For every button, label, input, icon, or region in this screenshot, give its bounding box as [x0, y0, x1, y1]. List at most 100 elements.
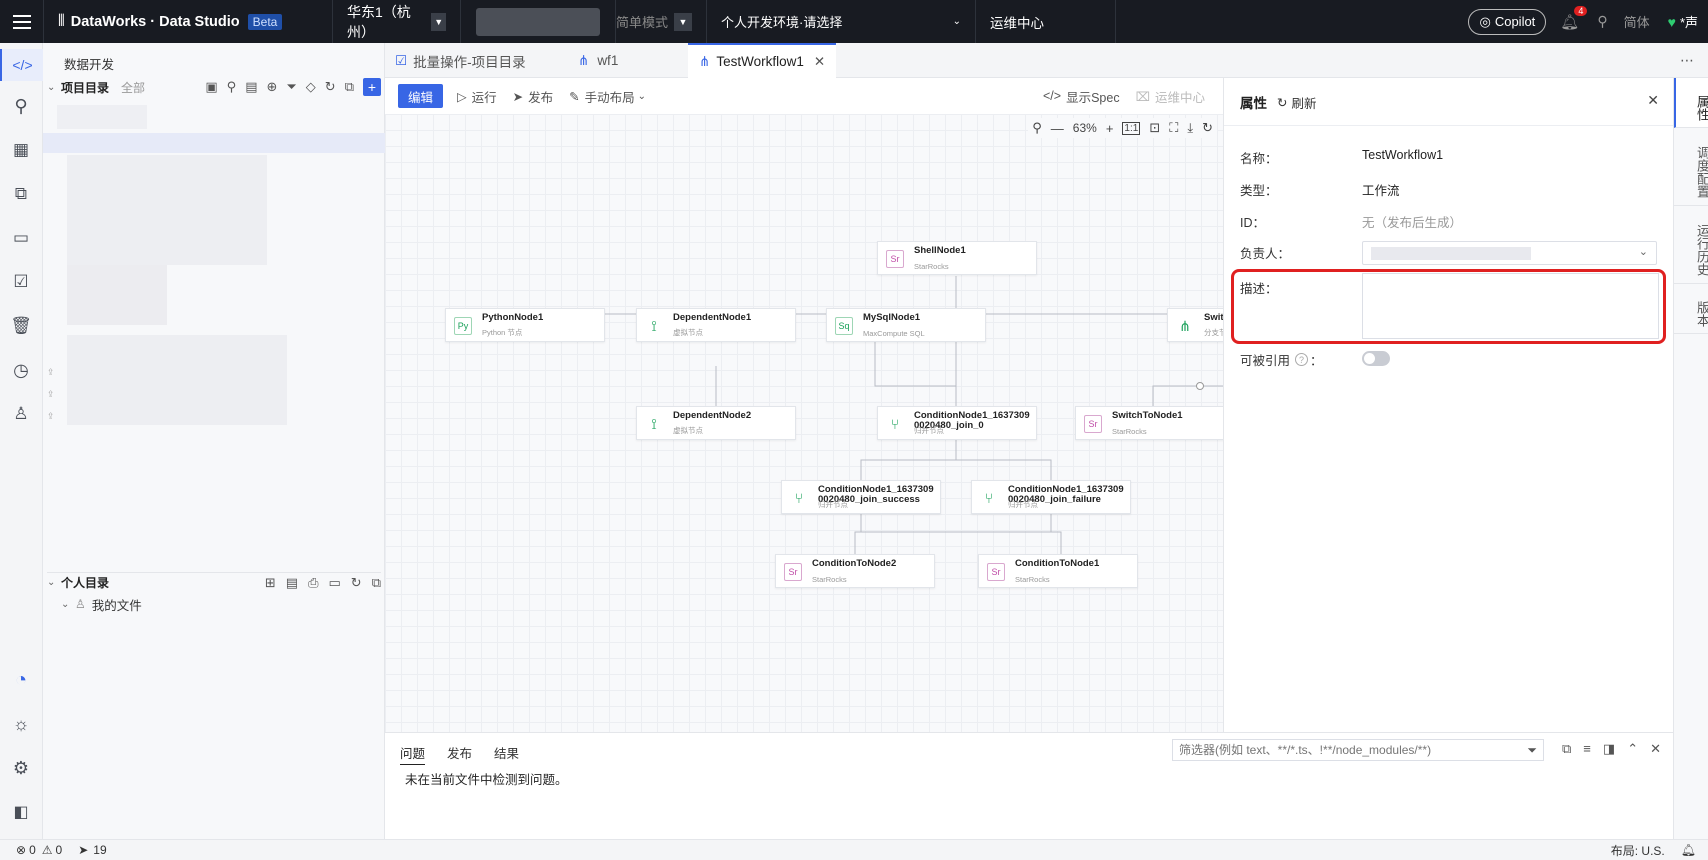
workflow-node[interactable]: Sr ConditionToNode1 StarRocks	[978, 554, 1138, 588]
bell-icon[interactable]: 🔔︎ 4	[1560, 5, 1588, 31]
filter-icon[interactable]: ⏷	[286, 79, 297, 94]
search-icon[interactable]: ⚲	[1032, 120, 1042, 135]
mode-select[interactable]: 简单模式 ▼	[616, 0, 706, 43]
env-select[interactable]: 个人开发环境·请选择 ⌄	[706, 0, 976, 43]
new-folder-icon[interactable]: ⊞	[264, 574, 276, 590]
description-textarea[interactable]	[1362, 273, 1659, 339]
copilot-logo-icon[interactable]: ◔	[14, 668, 28, 691]
workflow-node[interactable]: Sr ConditionToNode2 StarRocks	[775, 554, 935, 588]
puzzle-icon[interactable]: ⧉	[14, 184, 28, 203]
new-file-icon[interactable]: ▤	[285, 574, 299, 590]
tag-icon[interactable]: ◇	[305, 79, 316, 94]
edit-button[interactable]: 编辑	[398, 84, 444, 108]
error-icon[interactable]: ⊗	[16, 843, 27, 857]
find-file-icon[interactable]: ▤	[245, 79, 258, 94]
theme-sun-icon[interactable]: ☼	[12, 713, 30, 734]
warning-icon[interactable]: ⚠	[41, 843, 53, 857]
workflow-node[interactable]: ⟟ DependentNode1 虚拟节点	[636, 308, 796, 342]
lineage-icon[interactable]: ⚲	[14, 95, 28, 116]
layout-indicator[interactable]: 布局: U.S.	[1610, 843, 1665, 858]
all-filter-label[interactable]: 全部	[121, 80, 146, 95]
tab-run-history[interactable]: 运行历史	[1674, 206, 1708, 284]
gear-icon[interactable]: ⚙	[12, 757, 30, 778]
locate-icon[interactable]: ⊕	[266, 79, 278, 94]
copilot-button[interactable]: ◎ Copilot	[1468, 8, 1547, 35]
workflow-node[interactable]: ⑂ ConditionNode1_1637309 0020480_join_su…	[781, 480, 941, 514]
refresh-icon[interactable]: ↻	[324, 79, 336, 94]
workflow-node[interactable]: Py PythonNode1 Python 节点	[445, 308, 605, 342]
workflow-node[interactable]: ⟟ DependentNode2 虚拟节点	[636, 406, 796, 440]
refresh-icon[interactable]: ↻	[350, 574, 362, 590]
help-icon[interactable]: ?	[1295, 353, 1309, 366]
list-icon[interactable]: ≡	[1583, 741, 1591, 756]
split-panel-icon[interactable]: ◨	[1602, 741, 1616, 756]
filter-icon[interactable]: ⏷	[1527, 742, 1537, 757]
my-files-item[interactable]: ⌄ ♙ 我的文件	[61, 595, 142, 613]
menu-icon[interactable]	[0, 0, 43, 43]
owner-select[interactable]: ⌄	[1362, 241, 1657, 265]
workflow-node[interactable]: ⋔ Swit 分支节	[1167, 308, 1223, 342]
tab-wf1[interactable]: ⋔ wf1	[578, 43, 668, 78]
download-icon[interactable]: ⤓	[1187, 120, 1194, 135]
panel-toggle-icon[interactable]: ◧	[13, 804, 29, 821]
ops-center-link[interactable]: 运维中心	[976, 0, 1116, 43]
region-select[interactable]: 华东1（杭州） ▼	[333, 0, 461, 43]
workflow-canvas[interactable]: ⚲ — 63% + 1:1 ⊡ ⛶ ⤓ ↻ Sr ShellNode1 Star…	[385, 114, 1223, 732]
close-icon[interactable]: ✕	[1647, 92, 1659, 108]
trash-icon[interactable]: 🗑︎	[10, 316, 32, 335]
notification-icon[interactable]: 🔔︎	[1680, 843, 1696, 857]
tab-results[interactable]: 结果	[494, 747, 520, 761]
close-icon[interactable]: ✕	[1650, 741, 1661, 756]
ops-center-button[interactable]: ⌧运维中心	[1136, 87, 1205, 106]
workflow-node[interactable]: Sq MySqlNode1 MaxCompute SQL	[826, 308, 986, 342]
folder-icon[interactable]: ▭	[12, 228, 30, 247]
tab-batch-ops[interactable]: ☑ 批量操作-项目目录	[395, 43, 565, 78]
layout-dropdown[interactable]: ✎手动布局 ⌄	[569, 87, 646, 106]
project-dir-header[interactable]: ⌄ 项目目录 全部 ▣ ⚲ ▤ ⊕ ⏷ ◇ ↻ ⧉ +	[47, 77, 381, 97]
chevron-up-icon[interactable]: ⌃	[1627, 741, 1639, 756]
add-file-icon[interactable]: ⎙	[308, 574, 319, 590]
workflow-node[interactable]: ⑂ ConditionNode1_1637309 0020480_join_fa…	[971, 480, 1131, 514]
add-folder-icon[interactable]: ▭	[328, 574, 341, 590]
workflow-node[interactable]: ⑂ ConditionNode1_1637309 0020480_join_0 …	[877, 406, 1037, 440]
tab-problems[interactable]: 问题	[400, 743, 426, 765]
referable-toggle[interactable]	[1362, 351, 1390, 366]
search-icon[interactable]: ⚲	[226, 79, 237, 94]
fit-icon[interactable]: ⊡	[1149, 120, 1161, 135]
show-spec-button[interactable]: </>显示Spec	[1043, 87, 1120, 106]
tab-publish[interactable]: 发布	[447, 747, 473, 761]
run-button[interactable]: ▷运行	[457, 87, 497, 106]
tab-version[interactable]: 版本	[1674, 284, 1708, 334]
user-menu[interactable]: ♥ *声	[1668, 12, 1698, 31]
collapse-icon[interactable]: ⧉	[344, 79, 354, 94]
fullscreen-icon[interactable]: ⛶	[1169, 120, 1179, 135]
search-icon[interactable]: ⚲	[1597, 13, 1608, 29]
batch-icon[interactable]: ▣	[205, 79, 218, 94]
publish-button[interactable]: ➤发布	[513, 87, 554, 106]
workflow-node[interactable]: Sr SwitchToNode1 StarRocks	[1075, 406, 1223, 440]
add-button[interactable]: +	[363, 78, 381, 96]
zoom-in-icon[interactable]: +	[1105, 120, 1114, 136]
personal-dir-header[interactable]: ⌄ 个人目录 ⊞ ▤ ⎙ ▭ ↻ ⧉	[47, 572, 381, 592]
user-icon[interactable]: ♙	[13, 404, 29, 423]
actual-size-icon[interactable]: 1:1	[1122, 121, 1141, 135]
copy-icon[interactable]: ⧉	[1562, 741, 1572, 756]
zoom-out-icon[interactable]: —	[1050, 120, 1064, 136]
refresh-icon[interactable]: ↻	[1202, 120, 1213, 135]
language-switch[interactable]: 简体	[1623, 15, 1650, 30]
data-dev-icon[interactable]: </>	[0, 49, 43, 81]
tab-properties[interactable]: 属性	[1674, 78, 1708, 128]
more-icon[interactable]: ⋯	[1680, 52, 1694, 68]
close-icon[interactable]: ✕	[813, 53, 826, 69]
clock-icon[interactable]: ◷	[13, 359, 29, 380]
product-brand[interactable]: ⫴ DataWorks · Data Studio Beta	[43, 0, 333, 43]
workspace-select[interactable]	[461, 0, 616, 43]
collapse-icon[interactable]: ⧉	[371, 574, 381, 590]
send-icon[interactable]: ➤	[78, 843, 89, 857]
table-icon[interactable]: ▦	[12, 140, 30, 159]
task-check-icon[interactable]: ☑	[13, 272, 29, 291]
filter-input[interactable]	[1173, 740, 1528, 760]
tab-testworkflow1[interactable]: ⋔ TestWorkflow1 ✕	[688, 43, 836, 78]
workflow-node[interactable]: Sr ShellNode1 StarRocks	[877, 241, 1037, 275]
refresh-button[interactable]: ↻刷新	[1277, 93, 1317, 112]
